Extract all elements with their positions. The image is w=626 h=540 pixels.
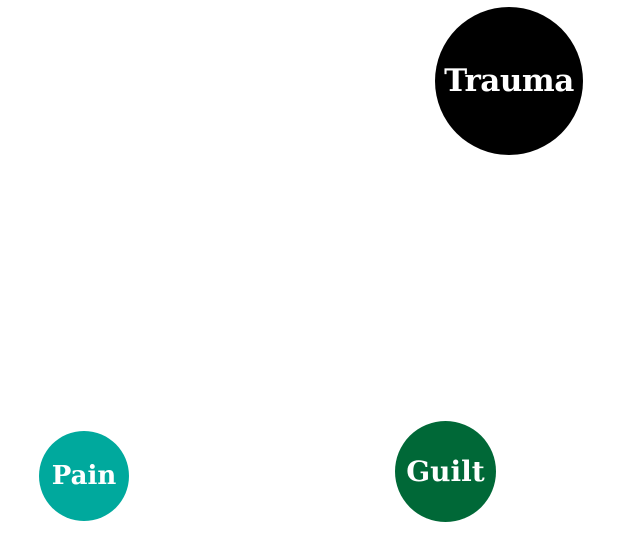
node-pain-label: Pain bbox=[51, 461, 117, 491]
node-trauma-label: Trauma bbox=[444, 62, 574, 99]
node-trauma[interactable]: Trauma bbox=[435, 7, 583, 155]
node-guilt[interactable]: Guilt bbox=[395, 421, 496, 522]
node-guilt-label: Guilt bbox=[406, 454, 485, 488]
node-pain[interactable]: Pain bbox=[39, 431, 129, 521]
